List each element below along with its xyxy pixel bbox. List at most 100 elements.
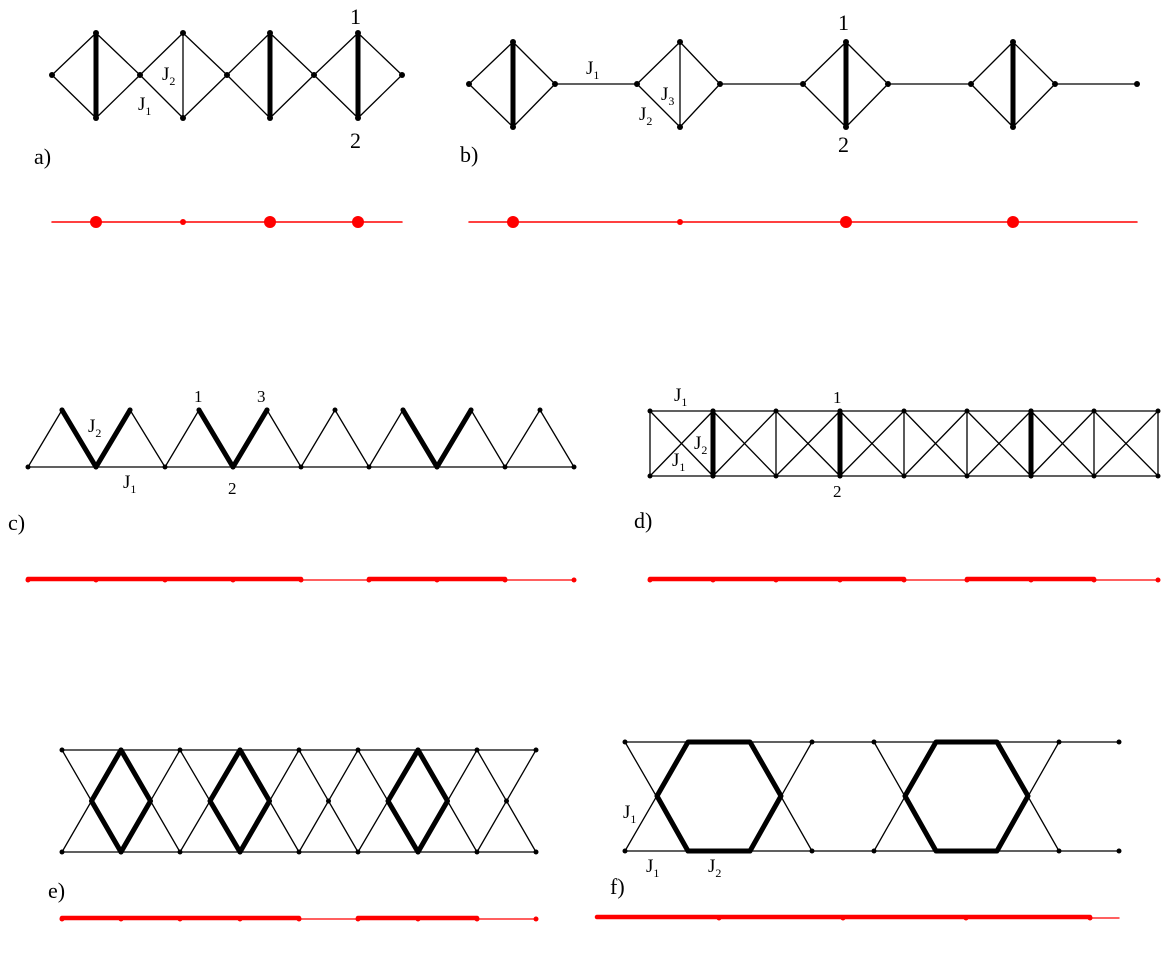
- site: [1155, 473, 1161, 479]
- effective-site: [773, 577, 779, 583]
- site: [177, 849, 183, 855]
- panel-d-site-1-label: 1: [833, 388, 842, 407]
- panel-e-tag: e): [48, 878, 65, 903]
- site: [871, 848, 877, 854]
- site: [237, 849, 243, 855]
- effective-site: [352, 216, 364, 228]
- site: [502, 464, 508, 470]
- effective-site: [1007, 216, 1019, 228]
- site: [177, 747, 183, 753]
- site: [93, 464, 99, 470]
- effective-site: [355, 916, 361, 922]
- panel-c-site-2-label: 2: [228, 479, 237, 498]
- site: [474, 849, 480, 855]
- site: [837, 408, 843, 414]
- site: [1091, 473, 1097, 479]
- panel-b-site-1-label: 1: [838, 10, 849, 35]
- panel-f-hexagon-dimer: [902, 739, 1031, 854]
- site: [49, 72, 55, 78]
- site: [1028, 408, 1034, 414]
- effective-site: [90, 216, 102, 228]
- site: [434, 464, 440, 470]
- panel-c-v-dimer: [400, 407, 474, 470]
- effective-site: [716, 915, 722, 921]
- site: [552, 81, 558, 87]
- effective-site: [298, 577, 304, 583]
- panel-d-diagonal-bond: [839, 410, 905, 477]
- panel-b-j1-label: J1: [586, 58, 599, 82]
- effective-site: [180, 219, 186, 225]
- site: [59, 849, 65, 855]
- panel-c-triangle: [504, 409, 575, 468]
- panel-d-j2-label: J2: [694, 433, 707, 457]
- effective-site: [162, 577, 168, 583]
- panel-c-triangle: [164, 409, 234, 468]
- panel-b-tag: b): [460, 142, 478, 167]
- effective-site: [1087, 915, 1093, 921]
- site: [474, 747, 480, 753]
- site: [366, 464, 372, 470]
- panel-a-lattice: [49, 30, 405, 121]
- panel-e-diamond-dimer: [385, 747, 450, 855]
- effective-site: [710, 577, 716, 583]
- site: [968, 81, 974, 87]
- site: [871, 739, 877, 745]
- panel-d-lattice: [647, 408, 1161, 479]
- site: [355, 747, 361, 753]
- site: [622, 739, 628, 745]
- effective-site: [230, 577, 236, 583]
- panel-d-diagonal-bond: [966, 410, 1032, 477]
- panel-d-j1-top-label: J1: [674, 385, 687, 409]
- site: [224, 72, 230, 78]
- panel-d-diagonal-bond: [903, 410, 968, 477]
- site: [1056, 848, 1062, 854]
- effective-site: [571, 577, 577, 583]
- site: [118, 849, 124, 855]
- site: [196, 407, 202, 413]
- site: [1116, 739, 1122, 745]
- site: [25, 464, 31, 470]
- panel-c-triangle: [232, 409, 302, 468]
- site: [355, 849, 361, 855]
- site: [773, 473, 779, 479]
- site: [1052, 81, 1058, 87]
- site: [1091, 408, 1097, 414]
- site: [59, 747, 65, 753]
- site: [1116, 848, 1122, 854]
- site: [468, 407, 474, 413]
- panel-f-lattice: [622, 739, 1122, 854]
- effective-site: [1155, 577, 1161, 583]
- effective-site: [647, 577, 653, 583]
- effective-site: [366, 577, 372, 583]
- panel-f-j1-side-label: J1: [623, 802, 636, 826]
- effective-site: [177, 916, 183, 922]
- site: [1155, 408, 1161, 414]
- panel-c-triangle: [368, 409, 438, 468]
- effective-site: [93, 577, 99, 583]
- panel-c-site-1-label: 1: [194, 387, 203, 406]
- effective-site: [901, 577, 907, 583]
- site: [355, 30, 361, 36]
- effective-site: [533, 916, 539, 922]
- panel-a-j1-label: J1: [138, 94, 151, 118]
- panel-e-effective-chain: [59, 915, 539, 922]
- site: [332, 407, 338, 413]
- site: [180, 30, 186, 36]
- site: [843, 124, 849, 130]
- effective-site: [118, 916, 124, 922]
- panel-c-site-3-label: 3: [257, 387, 266, 406]
- site: [647, 408, 653, 414]
- site: [298, 464, 304, 470]
- panel-d-diagonal-bond: [1030, 410, 1095, 477]
- site: [685, 848, 691, 854]
- panel-e-lattice: [59, 747, 539, 855]
- panel-f-j2-label: J2: [708, 856, 721, 880]
- effective-site: [296, 916, 302, 922]
- site: [571, 464, 577, 470]
- site: [837, 473, 843, 479]
- panel-f: J1 J1 J2 f): [594, 739, 1122, 921]
- site: [466, 81, 472, 87]
- effective-site: [25, 577, 31, 583]
- panel-f-tag: f): [610, 874, 625, 899]
